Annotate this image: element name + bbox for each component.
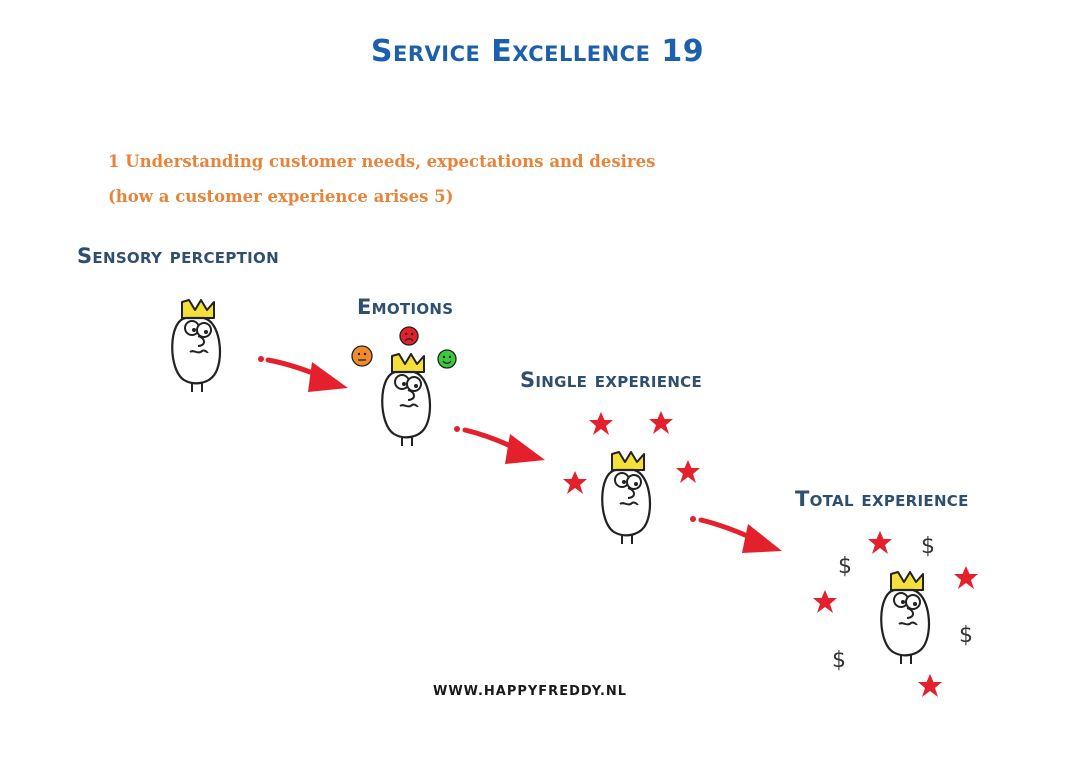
star-icon bbox=[589, 412, 613, 435]
dollar-icon: $ bbox=[838, 554, 852, 579]
dollar-icon: $ bbox=[921, 534, 935, 559]
king-figure-icon bbox=[381, 352, 432, 448]
king-figure-icon bbox=[880, 570, 931, 666]
footer-url: WWW.HAPPYFREDDY.NL bbox=[433, 684, 628, 699]
subtitle-line-2: (how a customer experience arises 5) bbox=[108, 187, 454, 206]
dollar-icon: $ bbox=[959, 623, 973, 648]
star-icon bbox=[918, 674, 942, 697]
star-icon bbox=[813, 590, 837, 613]
stage-label-emotions: Emotions bbox=[357, 295, 454, 319]
emotion-face-icon bbox=[437, 349, 457, 369]
star-icon bbox=[676, 460, 700, 483]
king-figure-icon bbox=[171, 298, 222, 394]
star-icon bbox=[954, 566, 978, 589]
stage-label-single-experience: Single experience bbox=[520, 368, 703, 392]
star-icon bbox=[563, 471, 587, 494]
subtitle-line-1: 1 Understanding customer needs, expectat… bbox=[108, 152, 656, 171]
stage-label-total-experience: Total experience bbox=[795, 487, 969, 511]
king-figure-icon bbox=[601, 450, 652, 546]
red-arrow-icon bbox=[690, 516, 782, 553]
dollar-icon: $ bbox=[832, 648, 846, 673]
stage-label-sensory-perception: Sensory perception bbox=[77, 244, 279, 268]
page-title: Service Excellence 19 bbox=[370, 34, 705, 69]
red-arrow-icon bbox=[258, 356, 348, 392]
star-icon bbox=[649, 411, 673, 434]
red-arrow-icon bbox=[454, 426, 545, 464]
emotion-face-icon bbox=[399, 326, 419, 346]
emotion-face-icon bbox=[351, 345, 373, 367]
star-icon bbox=[868, 531, 892, 554]
